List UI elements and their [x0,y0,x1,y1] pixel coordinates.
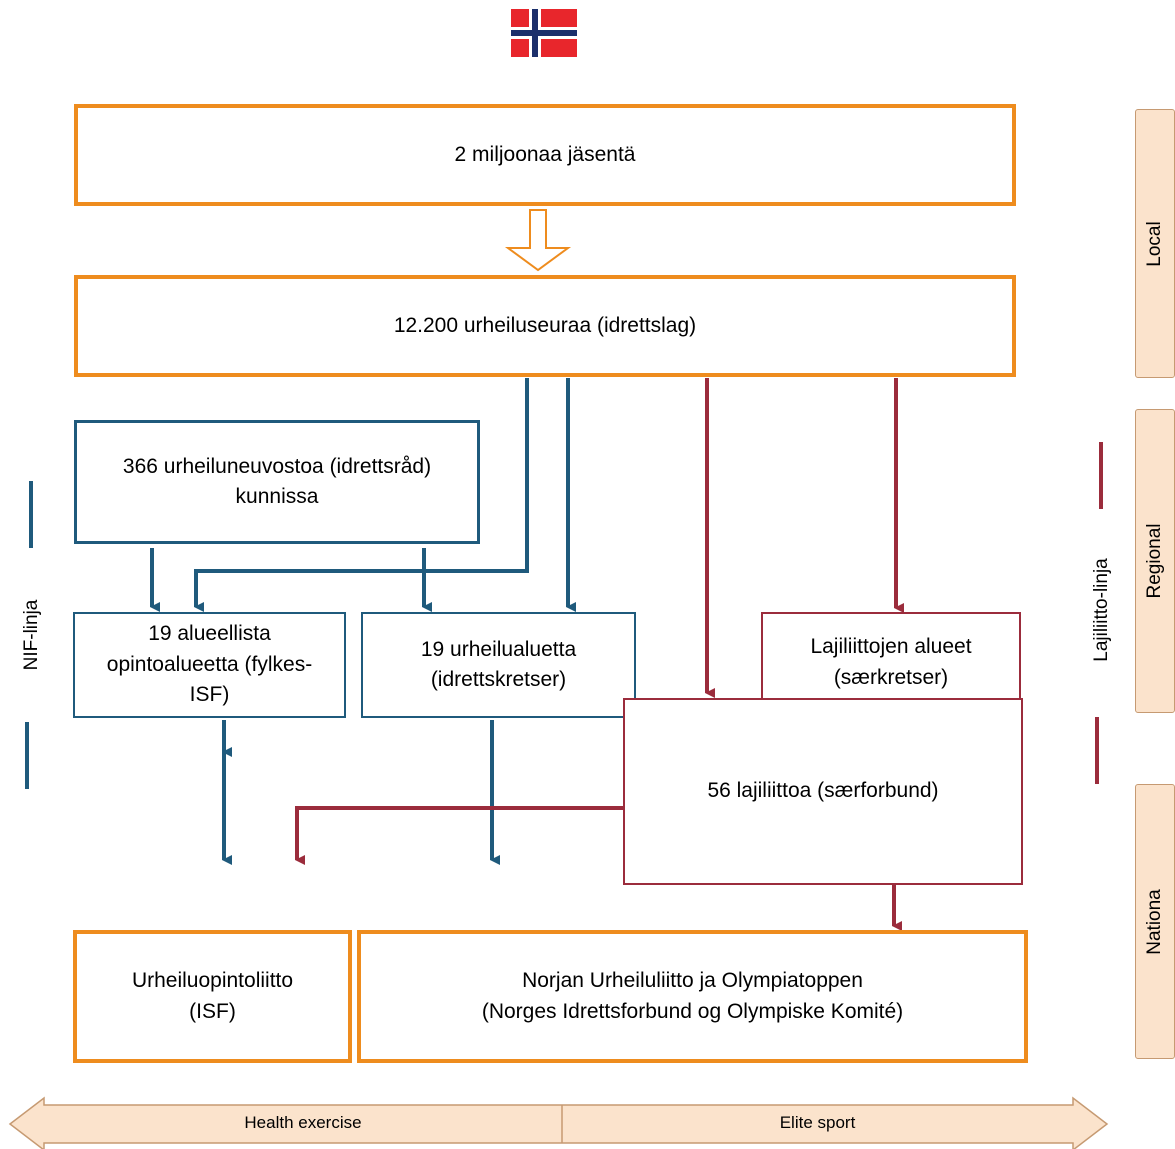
clubs-to-study-arrow [194,378,529,612]
nif-label: Norjan Urheiluliitto ja Olympiatoppen (N… [481,969,904,1023]
federation-regions-box: Lajiliittojen alueet (særkretser) [761,612,1021,713]
members-label: 2 miljoonaa jäsentä [454,142,636,166]
nif-line-label-wrap: NIF-linja [12,560,52,710]
councils-box: 366 urheiluneuvostoa (idrettsråd) kunnis… [74,420,480,544]
health-elite-arrow [8,1096,1109,1149]
members-box: 2 miljoonaa jäsentä [74,104,1016,206]
councils-label: 366 urheiluneuvostoa (idrettsråd) kunnis… [122,454,432,508]
sport-regions-box: 19 urheilualuetta (idrettskretser) [361,612,636,718]
national-label: Nationa [1144,888,1165,955]
federation-line-label: Lajiliitto-linja [1091,558,1112,662]
federation-regions-label: Lajiliittojen alueet (særkretser) [810,635,972,689]
norway-flag-icon [511,9,577,57]
local-panel: Local [1135,109,1175,378]
clubs-box: 12.200 urheiluseuraa (idrettslag) [74,275,1016,377]
federations-label: 56 lajiliittoa (særforbund) [707,779,939,803]
elite-sport-label: Elite sport [779,1113,856,1132]
federations-to-isf-arrow [295,806,624,865]
health-exercise-label: Health exercise [244,1113,362,1132]
federation-line-label-wrap: Lajiliitto-linja [1082,520,1122,700]
clubs-label: 12.200 urheiluseuraa (idrettslag) [393,313,697,337]
study-regions-box: 19 alueellista opintoalueetta (fylkes- I… [73,612,346,718]
sport-regions-label: 19 urheilualuetta (idrettskretser) [420,637,577,691]
regional-panel: Regional [1135,409,1175,713]
local-label: Local [1144,220,1165,267]
nif-box: Norjan Urheiluliitto ja Olympiatoppen (N… [357,930,1028,1063]
national-panel: Nationa [1135,784,1175,1059]
study-regions-label: 19 alueellista opintoalueetta (fylkes- I… [106,622,313,707]
nif-line-label: NIF-linja [21,599,42,671]
regional-label: Regional [1144,523,1165,599]
federations-box: 56 lajiliittoa (særforbund) [623,698,1023,885]
isf-label: Urheiluopintoliitto (ISF) [131,969,294,1023]
isf-box: Urheiluopintoliitto (ISF) [73,930,352,1063]
members-to-clubs-arrow [504,209,572,272]
